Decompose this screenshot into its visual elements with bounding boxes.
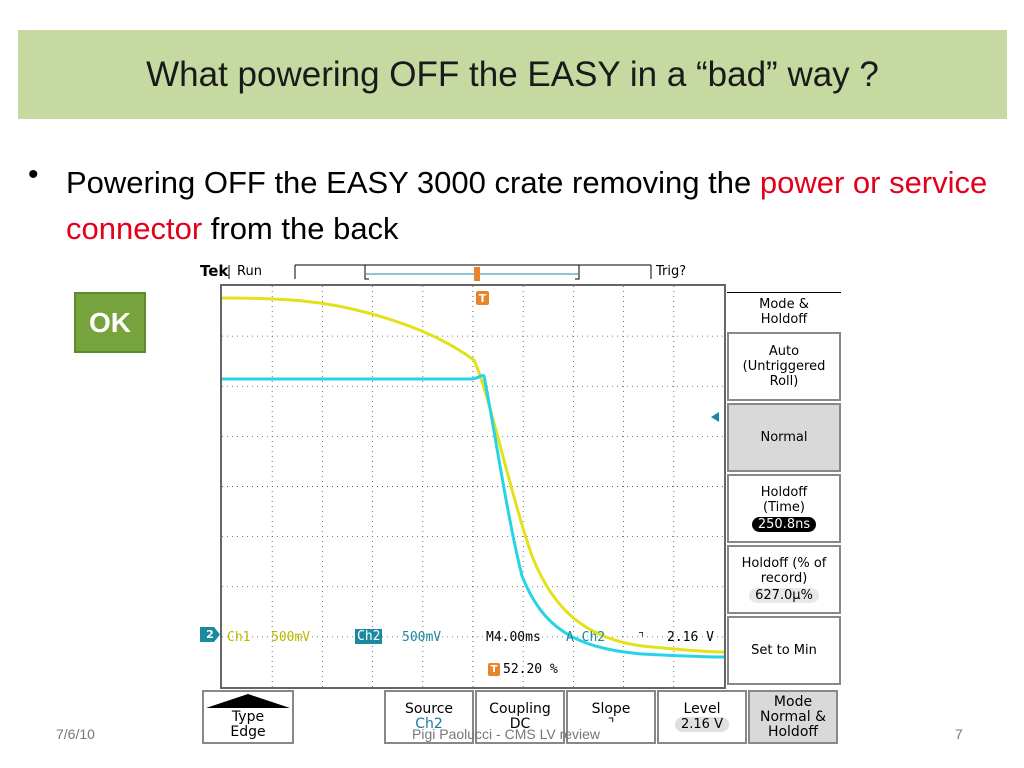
trigger-level: 2.16 V [667,630,714,645]
run-state: Run [237,264,262,279]
normal-mode-button[interactable]: Normal [727,403,841,472]
ch1-waveform [221,296,725,654]
set-to-min-button[interactable]: Set to Min [727,616,841,685]
holdoff-record-value: 627.0µ% [749,588,819,603]
footer-page-number: 7 [955,726,963,742]
level-value: 2.16 V [675,717,729,732]
holdoff-time-value: 250.8ns [751,517,817,532]
ch2-ground-marker: 2 [200,627,220,642]
coupling-button[interactable]: Coupling DC [475,690,565,744]
timebase: M4.00ms [486,630,541,645]
oscilloscope-screen: Tek Run Trig? T 2 Ch1 500mV Ch2 500mV M4… [199,262,844,748]
ch2-label: Ch2 [355,629,383,644]
ok-label: OK [89,306,131,338]
ch1-scale: 500mV [271,630,311,645]
graticule [220,284,726,689]
trigger-level-arrow [711,412,719,422]
waveform-display [221,286,725,687]
ch2-waveform [222,373,725,659]
level-button[interactable]: Level 2.16 V [657,690,747,744]
bullet-text: Powering OFF the EASY 3000 crate removin… [66,160,996,252]
trigger-info: A Ch2 [566,630,606,645]
ch2-scale: 500mV [402,630,442,645]
footer-date: 7/6/10 [56,726,95,742]
footer-author: Pigi Paolucci - CMS LV review [412,726,601,742]
bullet-text-highlight: power or service connector [66,165,988,246]
slide-title: What powering OFF the EASY in a “bad” wa… [146,54,879,94]
slope-button[interactable]: Slope ⌝ [566,690,656,744]
bullet-icon: • [28,158,39,191]
trigger-position-marker: T [476,291,489,305]
auto-mode-button[interactable]: Auto (Untriggered Roll) [727,332,841,401]
side-menu-header: Mode & Holdoff [727,292,841,330]
top-status-bar [228,264,652,281]
trigger-status: Trig? [656,264,687,279]
source-button[interactable]: Source Ch2 [384,690,474,744]
tek-logo: Tek [200,262,229,280]
bullet-text-part3: from the back [202,211,399,246]
slope-icon: ⌝ [607,716,615,732]
holdoff-record-button[interactable]: Holdoff (% of record) 627.0µ% [727,545,841,614]
trigger-slope-icon: ⌝ [637,630,645,645]
trigger-position: 52.20 % [503,662,558,677]
ch1-label: Ch1 [227,630,251,645]
slide-title-bar: What powering OFF the EASY in a “bad” wa… [18,30,1007,119]
ok-badge: OK [74,292,146,353]
trigger-type-button[interactable]: Type Edge [202,690,294,744]
bullet-text-part1: Powering OFF the EASY 3000 crate removin… [66,165,760,200]
mode-button[interactable]: Mode Normal & Holdoff [748,690,838,744]
type-selected-arrow-icon [206,694,290,708]
trigger-position-icon: T [488,663,500,676]
holdoff-time-button[interactable]: Holdoff (Time) 250.8ns [727,474,841,543]
